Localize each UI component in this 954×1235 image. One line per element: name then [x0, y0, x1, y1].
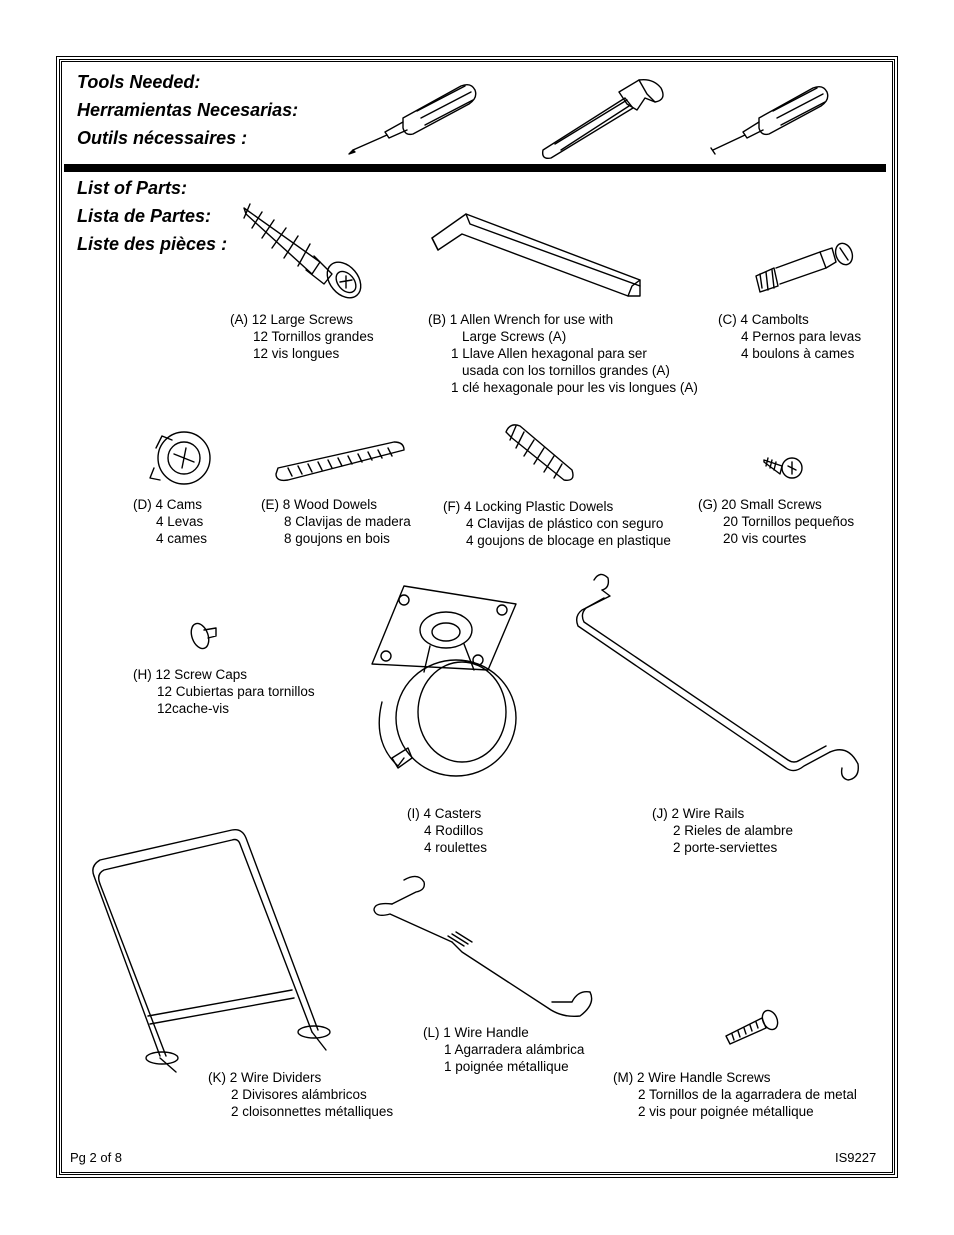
slotted-screwdriver-icon [710, 85, 829, 155]
parts-heading-en: List of Parts: [77, 178, 188, 198]
part-label-h: (H) 12 Screw Caps 12 Cubiertas para torn… [133, 667, 315, 716]
parts-heading-fr: Liste des pièces : [77, 234, 228, 254]
part-label-f: (F) 4 Locking Plastic Dowels 4 Clavijas … [443, 499, 671, 548]
allen-wrench-icon [431, 213, 641, 297]
screw-cap-icon [190, 622, 217, 650]
part-label-i: (I) 4 Casters 4 Rodillos 4 roulettes [407, 806, 488, 855]
tools-heading-fr: Outils nécessaires : [77, 128, 248, 148]
part-label-j: (J) 2 Wire Rails 2 Rieles de alambre 2 p… [652, 806, 794, 855]
wire-rail-icon [575, 573, 859, 781]
page-border [56, 56, 898, 1178]
part-label-c: (C) 4 Cambolts 4 Pernos para levas 4 bou… [718, 312, 862, 361]
section-divider [64, 164, 886, 172]
caster-icon [371, 585, 517, 777]
parts-heading-es: Lista de Partes: [77, 206, 212, 226]
locking-plastic-dowel-icon [505, 424, 574, 481]
part-label-a: (A) 12 Large Screws 12 Tornillos grandes… [230, 312, 374, 361]
part-label-m: (M) 2 Wire Handle Screws 2 Tornillos de … [613, 1070, 857, 1119]
page-number: Pg 2 of 8 [70, 1150, 123, 1165]
cambolt-icon [755, 242, 854, 293]
tools-heading-es: Herramientas Necesarias: [77, 100, 299, 120]
tools-heading-en: Tools Needed: [77, 72, 201, 92]
part-label-e: (E) 8 Wood Dowels 8 Clavijas de madera 8… [261, 497, 411, 546]
part-label-l: (L) 1 Wire Handle 1 Agarradera alámbrica… [423, 1025, 585, 1074]
part-label-g: (G) 20 Small Screws 20 Tornillos pequeño… [698, 497, 855, 546]
wood-dowel-icon [275, 441, 405, 482]
large-screw-icon [243, 203, 362, 299]
document-code: IS9227 [835, 1150, 877, 1165]
part-label-b: (B) 1 Allen Wrench for use with Large Sc… [428, 312, 698, 395]
part-label-k: (K) 2 Wire Dividers 2 Divisores alámbric… [208, 1070, 394, 1119]
cam-icon [149, 431, 211, 485]
wire-handle-icon [373, 875, 593, 1018]
small-screw-icon [763, 457, 803, 479]
part-label-d: (D) 4 Cams 4 Levas 4 cames [133, 497, 208, 546]
phillips-screwdriver-icon [348, 83, 477, 155]
wire-handle-screw-icon [725, 1009, 779, 1045]
hammer-icon [541, 78, 664, 160]
wire-divider-icon [92, 828, 331, 1073]
